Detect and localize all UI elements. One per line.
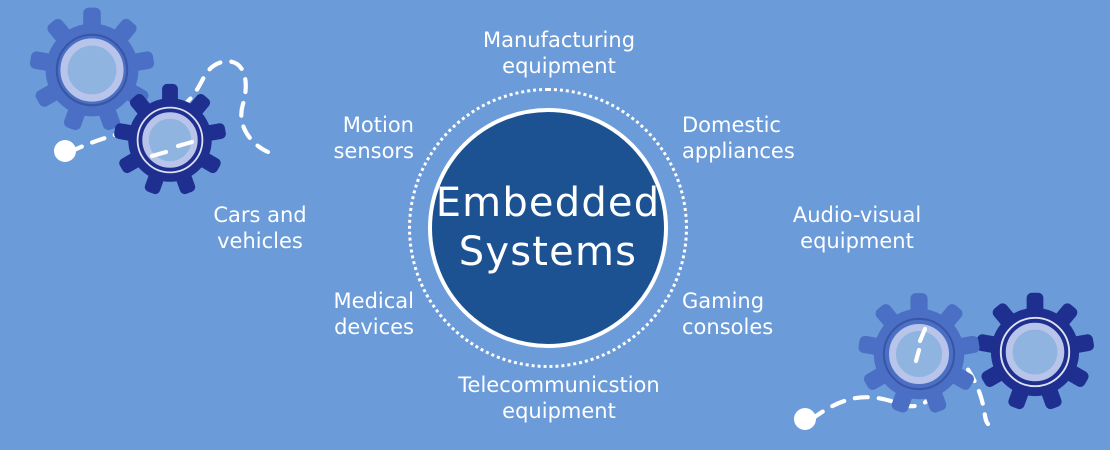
label-motion-sensors: Motion sensors: [333, 113, 414, 163]
label-gaming-consoles: Gaming consoles: [682, 289, 774, 339]
dashed-path-bottom-right-overlay: [913, 326, 928, 364]
gear-top-left-large: [29, 7, 155, 132]
dashed-path-top-left-overlay: [149, 139, 195, 159]
gear-bottom-right-right: [975, 292, 1095, 411]
dashed-path-bottom-right: [794, 356, 991, 430]
label-medical-devices: Medical devices: [333, 289, 414, 339]
dashed-path-endpoint-dot: [54, 140, 76, 162]
dashed-path-endpoint-dot: [794, 408, 816, 430]
hub-circle: Embedded Systems: [428, 108, 668, 348]
hub-title: Embedded Systems: [435, 180, 661, 275]
label-cars-and-vehicles: Cars and vehicles: [213, 203, 307, 253]
hub-dotted-ring: [408, 88, 688, 368]
label-audio-visual-equipment: Audio-visual equipment: [792, 203, 922, 253]
label-domestic-appliances: Domestic appliances: [682, 113, 795, 163]
label-telecommunication-equipment: Telecommunicstion equipment: [458, 373, 660, 423]
label-manufacturing-equipment: Manufacturing equipment: [482, 28, 636, 78]
